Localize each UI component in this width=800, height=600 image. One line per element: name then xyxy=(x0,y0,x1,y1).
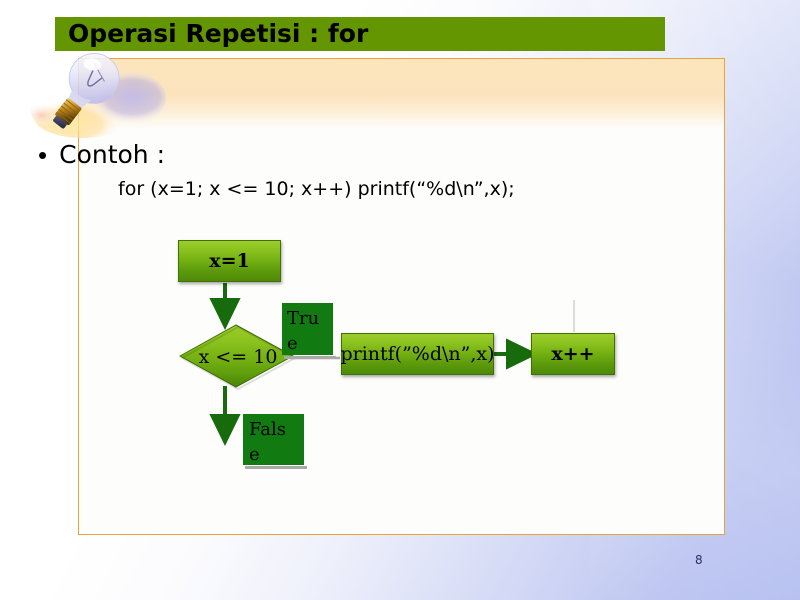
content-panel xyxy=(78,58,725,535)
panel-header-band xyxy=(79,59,724,129)
bullet-dot-icon: • xyxy=(38,140,48,170)
flow-node-init-box[interactable] xyxy=(178,240,281,282)
bullet-row: • Contoh : xyxy=(38,140,598,170)
flow-node-init-label: x=1 xyxy=(209,250,250,272)
title-bar xyxy=(55,17,665,51)
page-title: Operasi Repetisi : for xyxy=(68,19,369,48)
bullet-label: Contoh : xyxy=(59,140,166,169)
edge-label-false: False xyxy=(249,419,286,465)
flow-node-print-box[interactable] xyxy=(341,333,494,375)
flow-node-increment-label: x++ xyxy=(551,343,595,365)
edge-label-false-box xyxy=(243,414,304,465)
code-example-line: for (x=1; x <= 10; x++) printf(“%d\n”,x)… xyxy=(118,178,515,200)
flow-node-print-label: printf(”%d\n”,x) xyxy=(340,343,495,365)
edge-label-true-box xyxy=(282,303,333,355)
edge-label-true: True xyxy=(287,308,320,354)
edge-label-true-shadow xyxy=(284,356,336,359)
flow-node-increment-box[interactable] xyxy=(531,333,615,375)
page-number: 8 xyxy=(695,553,703,567)
flow-node-condition-label: x <= 10 xyxy=(198,346,278,368)
edge-label-false-shadow xyxy=(245,466,307,469)
